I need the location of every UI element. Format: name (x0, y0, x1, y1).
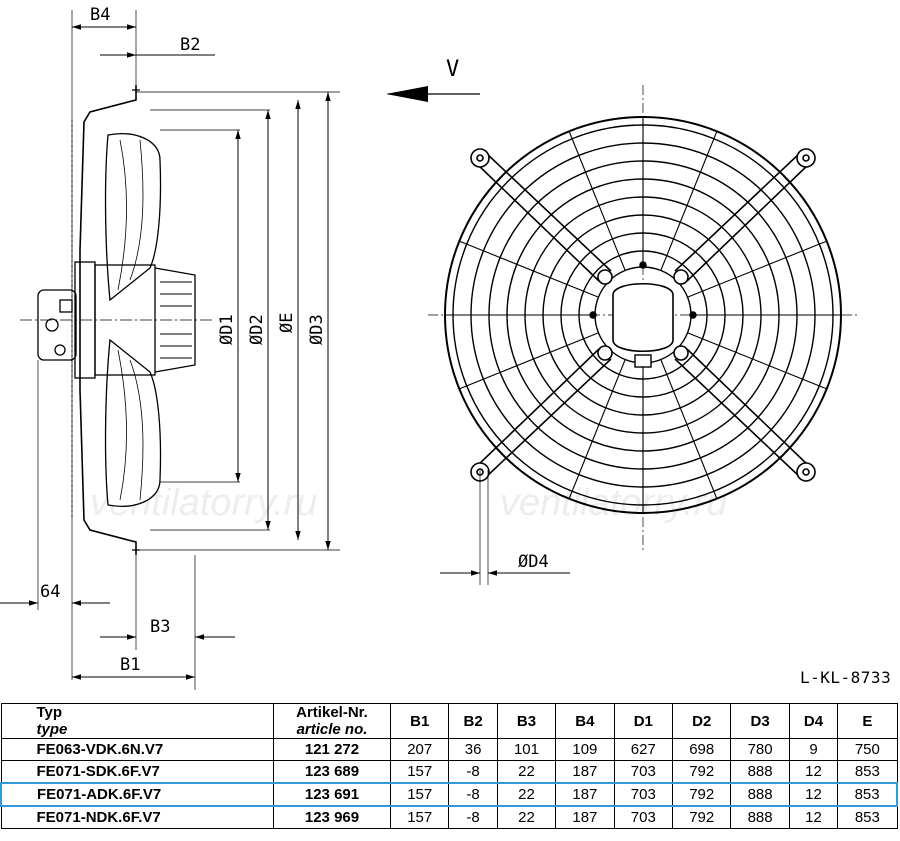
cell-d4: 12 (788, 760, 839, 784)
dim-d2: ØD2 (247, 314, 267, 345)
header-d3: D3 (730, 703, 790, 739)
view-label: V (446, 57, 459, 82)
cell-d4: 12 (788, 805, 839, 829)
cell-b3: 22 (496, 760, 557, 784)
header-e: E (837, 703, 898, 739)
cell-typ: FE071-ADK.6F.V7 (0, 782, 274, 807)
cell-typ: FE071-NDK.6F.V7 (0, 805, 274, 829)
cell-d1: 703 (613, 782, 674, 807)
table-header-row: Typ type Artikel-Nr. article no. B1 B2 B… (0, 703, 898, 739)
header-art-en-label: article no. (296, 721, 368, 738)
dim-b3: B3 (150, 617, 170, 637)
dim-d4: ØD4 (518, 552, 549, 572)
cell-b2: -8 (448, 805, 498, 829)
technical-drawing: ventilatorry.ru ventilatorry.ru (0, 5, 858, 690)
dim-b1: B1 (120, 655, 140, 675)
cell-d3: 780 (730, 738, 790, 761)
cell-b1: 207 (389, 738, 450, 761)
header-typ-label: Typ (36, 704, 63, 721)
cell-typ: FE063-VDK.6N.V7 (0, 738, 274, 761)
dim-d3: ØD3 (307, 314, 327, 345)
table-row: FE063-VDK.6N.V7 121 272 207 36 101 109 6… (0, 738, 898, 761)
cell-b4: 187 (555, 760, 615, 784)
cell-b2: -8 (448, 760, 498, 784)
header-b4: B4 (555, 703, 615, 739)
cell-b3: 101 (496, 738, 557, 761)
drawing-reference: L-KL-8733 (800, 668, 892, 687)
header-d1: D1 (613, 703, 674, 739)
front-view-grille (428, 85, 858, 550)
cell-b1: 157 (389, 760, 450, 784)
header-d2: D2 (671, 703, 732, 739)
table-row: FE071-SDK.6F.V7 123 689 157 -8 22 187 70… (0, 760, 898, 784)
cell-d1: 703 (613, 760, 674, 784)
cell-e: 750 (837, 738, 898, 761)
cell-article: 123 969 (273, 805, 391, 829)
cell-d1: 627 (613, 738, 674, 761)
cell-b1: 157 (389, 805, 450, 829)
cell-d2: 792 (671, 805, 732, 829)
cell-article: 123 691 (273, 782, 391, 807)
cell-article: 123 689 (273, 760, 391, 784)
table-row-highlighted[interactable]: FE071-ADK.6F.V7 123 691 157 -8 22 187 70… (0, 782, 899, 807)
cell-b1: 157 (389, 782, 450, 807)
cell-d4: 12 (788, 782, 839, 807)
cell-d1: 703 (613, 805, 674, 829)
dim-offset: 64 (40, 582, 60, 602)
side-view-dimensions (0, 24, 331, 680)
header-art-label: Artikel-Nr. (296, 704, 368, 721)
cell-typ: FE071-SDK.6F.V7 (0, 760, 274, 784)
dim-b4: B4 (90, 5, 110, 25)
cell-d3: 888 (730, 760, 790, 784)
cell-d4: 9 (788, 738, 839, 761)
header-typ: Typ type (0, 703, 274, 739)
table-row: FE071-NDK.6F.V7 123 969 157 -8 22 187 70… (0, 805, 898, 829)
dim-d1: ØD1 (217, 314, 237, 345)
cell-d2: 698 (671, 738, 732, 761)
cell-e: 853 (837, 760, 898, 784)
cell-d2: 792 (671, 760, 732, 784)
cell-b4: 187 (555, 782, 615, 807)
dim-e: ØE (277, 313, 297, 333)
header-b3: B3 (496, 703, 557, 739)
cell-d3: 888 (730, 782, 790, 807)
view-arrow (386, 86, 480, 102)
cell-d3: 888 (730, 805, 790, 829)
cell-b3: 22 (496, 805, 557, 829)
header-typ-en-label: type (36, 721, 68, 738)
d4-dimension (440, 470, 570, 585)
header-b2: B2 (448, 703, 498, 739)
header-d4: D4 (788, 703, 839, 739)
cell-e: 853 (837, 782, 899, 807)
dim-b2: B2 (180, 35, 200, 55)
dimension-table: Typ type Artikel-Nr. article no. B1 B2 B… (0, 703, 899, 829)
cell-b4: 109 (555, 738, 615, 761)
cell-article: 121 272 (273, 738, 391, 761)
side-view (20, 10, 340, 690)
header-b1: B1 (389, 703, 450, 739)
cell-d2: 792 (671, 782, 732, 807)
cell-b2: -8 (448, 782, 498, 807)
cell-b3: 22 (496, 782, 557, 807)
cell-b2: 36 (448, 738, 498, 761)
cell-b4: 187 (555, 805, 615, 829)
header-article: Artikel-Nr. article no. (273, 703, 391, 739)
cell-e: 853 (837, 805, 898, 829)
